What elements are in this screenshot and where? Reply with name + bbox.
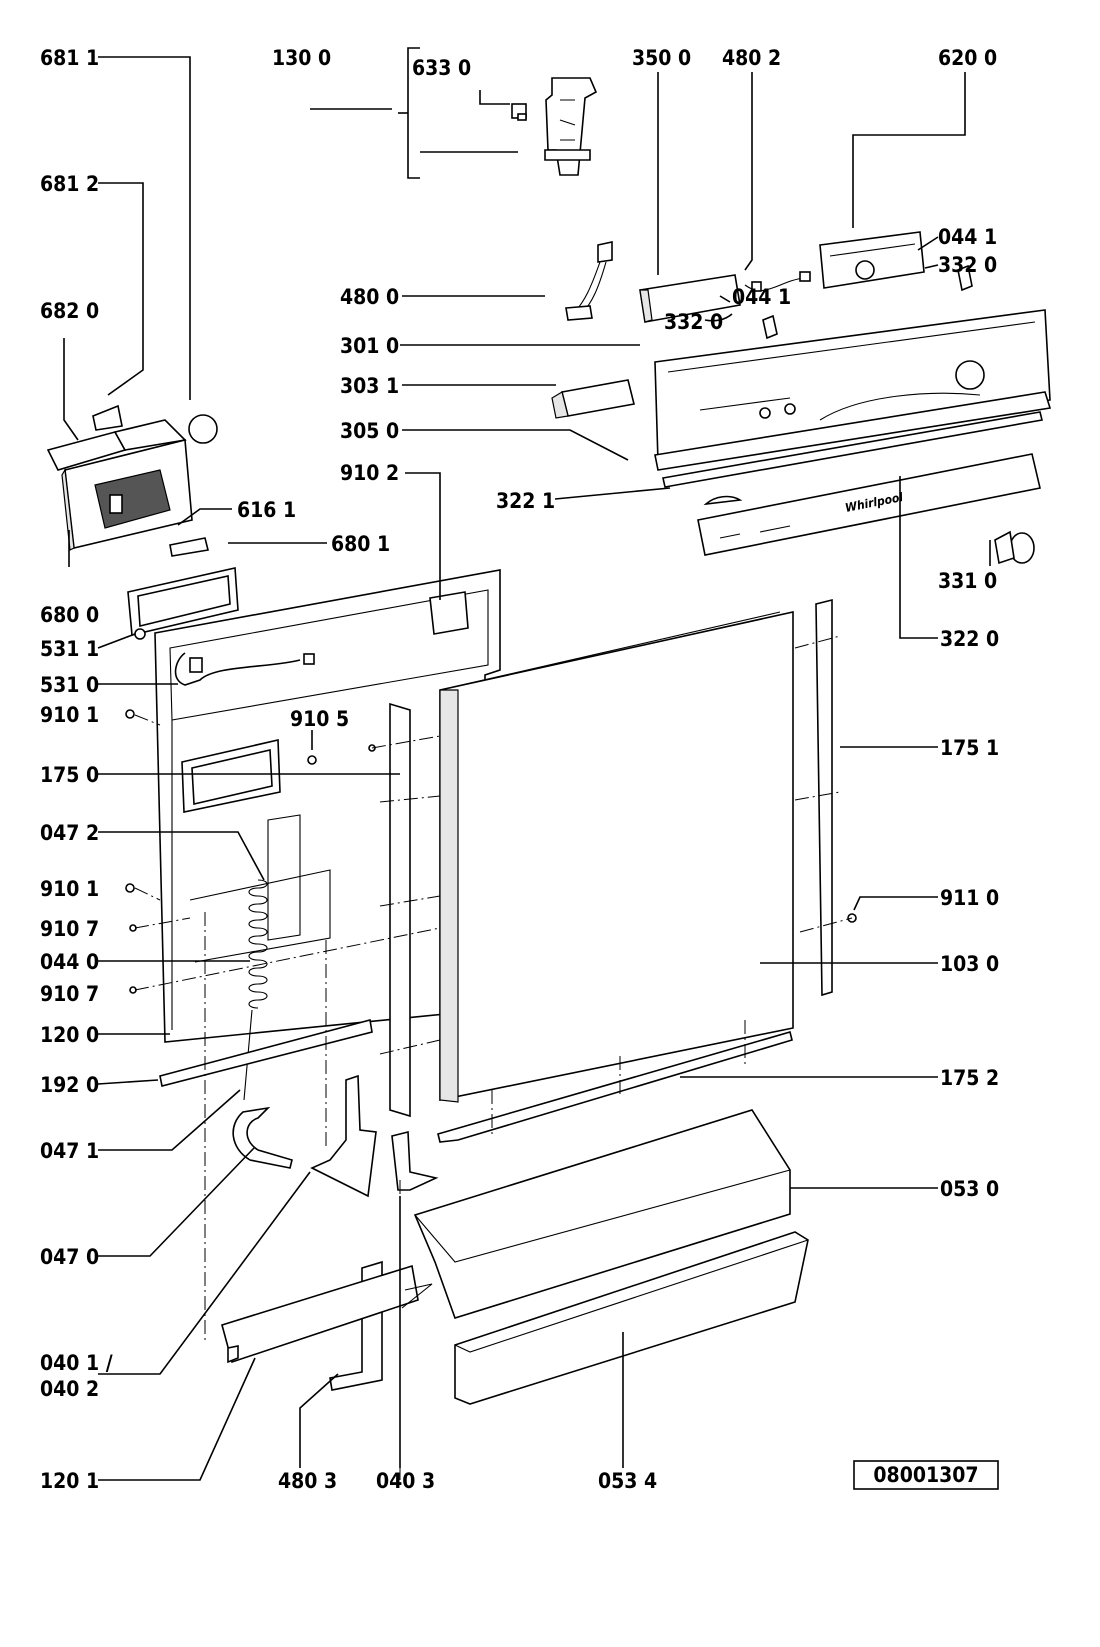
label-175-0: 175 0 [40, 763, 99, 787]
label-332-0a: 332 0 [938, 253, 997, 277]
label-301-0: 301 0 [340, 334, 399, 358]
label-680-0: 680 0 [40, 603, 99, 627]
door-latch-drawing [398, 47, 598, 179]
label-910-2: 910 2 [340, 461, 399, 485]
label-053-0: 053 0 [940, 1177, 999, 1201]
label-175-2: 175 2 [940, 1066, 999, 1090]
label-120-0: 120 0 [40, 1023, 99, 1047]
bottom-strip-drawing [437, 1031, 793, 1143]
label-120-1: 120 1 [40, 1469, 99, 1493]
label-910-1b: 910 1 [40, 877, 99, 901]
label-531-1: 531 1 [40, 637, 99, 661]
label-303-1: 303 1 [340, 374, 399, 398]
label-040-3: 040 3 [376, 1469, 435, 1493]
label-103-0: 103 0 [940, 952, 999, 976]
label-040-1: 040 1 / [40, 1351, 113, 1375]
knob-drawing [994, 530, 1035, 565]
label-192-0: 192 0 [40, 1073, 99, 1097]
label-480-3: 480 3 [278, 1469, 337, 1493]
label-044-1b: 044 1 [732, 285, 791, 309]
label-322-1: 322 1 [496, 489, 555, 513]
label-047-1: 047 1 [40, 1139, 99, 1163]
left-side-strip-drawing [389, 702, 411, 1118]
label-910-5: 910 5 [290, 707, 349, 731]
control-panel-drawing [654, 309, 1052, 471]
label-910-7a: 910 7 [40, 917, 99, 941]
label-350-0: 350 0 [632, 46, 691, 70]
label-680-1: 680 1 [331, 532, 390, 556]
label-130-0: 130 0 [272, 46, 331, 70]
label-044-0: 044 0 [40, 950, 99, 974]
label-332-0b: 332 0 [664, 310, 723, 334]
label-910-7b: 910 7 [40, 982, 99, 1006]
lower-rail-drawing [159, 1019, 373, 1087]
label-682-0: 682 0 [40, 299, 99, 323]
part-labels: 681 1 130 0 633 0 350 0 480 2 620 0 681 … [40, 46, 999, 1493]
dispenser-gasket-drawing [127, 567, 239, 636]
inner-door-drawing [134, 569, 501, 1043]
label-331-0: 331 0 [938, 569, 997, 593]
label-911-0: 911 0 [940, 886, 999, 910]
lower-hinge-parts-drawing [221, 1130, 439, 1391]
label-681-2: 681 2 [40, 172, 99, 196]
label-047-2: 047 2 [40, 821, 99, 845]
label-681-1: 681 1 [40, 46, 99, 70]
detergent-dispenser-drawing [46, 404, 218, 557]
label-040-2: 040 2 [40, 1377, 99, 1401]
label-175-1: 175 1 [940, 736, 999, 760]
label-910-1a: 910 1 [40, 703, 99, 727]
label-322-0: 322 0 [940, 627, 999, 651]
electronic-module-drawing [565, 231, 973, 340]
leader-lines [63, 56, 991, 1481]
label-616-1: 616 1 [237, 498, 296, 522]
label-620-0: 620 0 [938, 46, 997, 70]
diagram-id-box [853, 1460, 999, 1490]
diagram-id: 08001307 [873, 1463, 978, 1487]
label-480-2: 480 2 [722, 46, 781, 70]
door-spring-drawing [232, 879, 293, 1169]
label-047-0: 047 0 [40, 1245, 99, 1269]
label-480-0: 480 0 [340, 285, 399, 309]
kickplate-drawing [413, 1109, 791, 1319]
hinge-bracket-drawing [310, 1074, 377, 1198]
label-531-0: 531 0 [40, 673, 99, 697]
outer-door-drawing [439, 611, 794, 1103]
fascia-drawing: Whirlpool [697, 453, 1041, 556]
label-633-0: 633 0 [412, 56, 471, 80]
handle-insert-drawing [551, 379, 635, 419]
panel-strip-drawing [662, 411, 1043, 488]
label-305-0: 305 0 [340, 419, 399, 443]
label-044-1a: 044 1 [938, 225, 997, 249]
label-053-4: 053 4 [598, 1469, 657, 1493]
plinth-drawing [454, 1231, 809, 1405]
right-side-strip-drawing [815, 598, 833, 997]
